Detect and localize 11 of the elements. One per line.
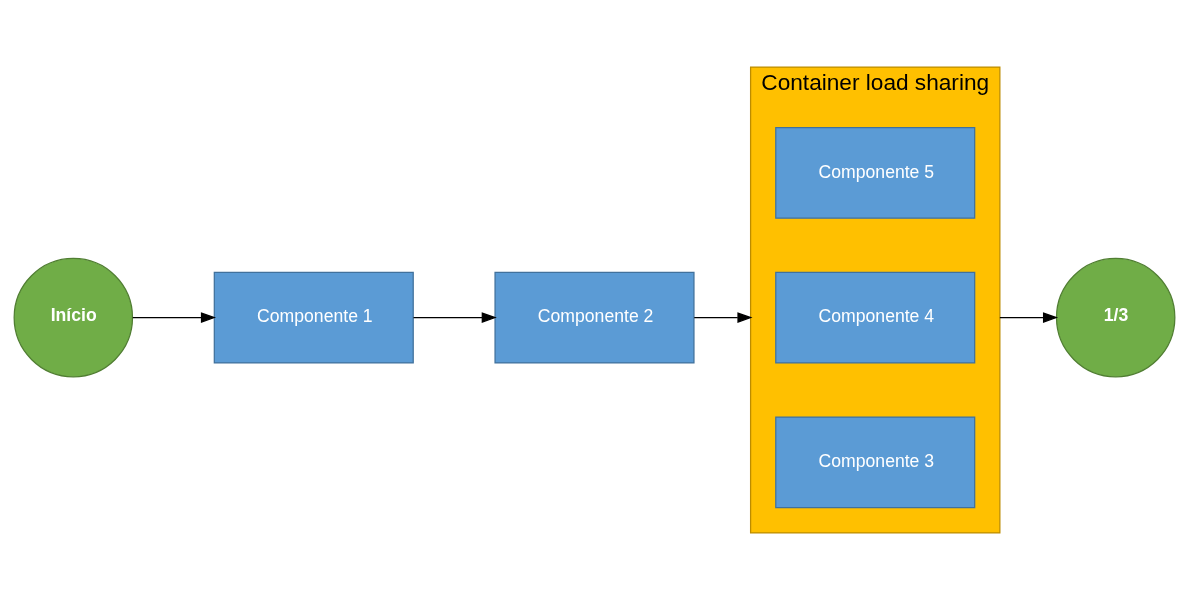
node-box: Componente 3: [775, 415, 976, 508]
node-box: Componente 2: [494, 271, 695, 364]
node-circle: Início: [13, 257, 134, 377]
node-box: Componente 1: [213, 271, 414, 364]
node-box: Componente 5: [775, 126, 976, 219]
arrow: [412, 311, 497, 323]
node-box: Componente 4: [775, 271, 976, 364]
node-circle: 1/3: [1055, 257, 1176, 377]
arrow: [132, 311, 217, 323]
arrow: [693, 311, 753, 323]
arrow: [999, 311, 1059, 323]
